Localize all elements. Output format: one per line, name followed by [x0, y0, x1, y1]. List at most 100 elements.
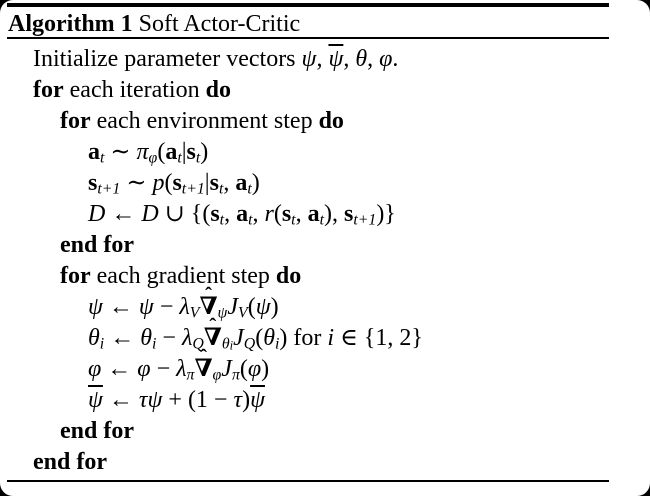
- math-token: t: [177, 149, 182, 167]
- math-token: τ: [233, 387, 243, 413]
- algorithm-line: Initialize parameter vectors ψ, ψ, θ, φ.: [0, 44, 650, 75]
- math-token: −: [153, 294, 180, 320]
- math-token: (: [164, 170, 173, 196]
- math-token: ,: [295, 201, 308, 227]
- math-token: for: [33, 77, 64, 103]
- math-token: a: [235, 170, 248, 196]
- math-token: ∈ {1, 2}: [334, 325, 423, 351]
- math-token: −: [150, 356, 177, 382]
- math-token: for: [60, 263, 91, 289]
- algorithm-line: θi ← θi − λQ∇θiJQ(θi) for i ∈ {1, 2}: [0, 323, 650, 354]
- algorithm-line: for each gradient step do: [0, 261, 650, 292]
- math-token: i: [152, 335, 157, 353]
- math-token: t+1: [353, 211, 377, 229]
- math-token: ←: [105, 201, 142, 227]
- algorithm-title: Algorithm 1 Soft Actor-Critic: [8, 10, 300, 38]
- math-token: λ: [181, 325, 193, 351]
- math-token: ,: [223, 170, 236, 196]
- math-token: ,: [252, 201, 265, 227]
- algorithm-line: end for: [0, 416, 650, 447]
- math-token: i: [99, 335, 105, 353]
- math-token: ψ: [328, 46, 344, 72]
- math-token: s: [281, 201, 292, 227]
- algorithm-line: ψ ← ψ − λV∇ψJV(ψ): [0, 292, 650, 323]
- math-token: ψ: [250, 387, 265, 413]
- math-token: ): [261, 356, 270, 382]
- bottom-rule: [7, 480, 609, 482]
- math-token: each iteration: [63, 77, 206, 103]
- math-token: a: [236, 201, 249, 227]
- algorithm-body: Initialize parameter vectors ψ, ψ, θ, φ.…: [0, 44, 650, 478]
- math-token: D: [88, 201, 106, 227]
- math-token: + (1 −: [162, 387, 234, 413]
- math-token: end for: [60, 418, 134, 444]
- math-token: ←: [102, 294, 139, 320]
- math-token: φ: [137, 356, 151, 382]
- algorithm-number-label: Algorithm 1: [8, 11, 133, 37]
- math-token: t: [195, 149, 201, 167]
- math-token: J: [233, 325, 244, 351]
- math-token: r: [264, 201, 274, 227]
- math-token: τ: [138, 387, 148, 413]
- algorithm-line: at ∼ πφ(at|st): [0, 137, 650, 168]
- math-token: θ: [140, 325, 152, 351]
- math-token: ψ: [138, 294, 154, 320]
- math-token: t: [100, 149, 105, 167]
- math-token: s: [172, 170, 182, 196]
- math-token: θ: [355, 46, 368, 72]
- math-token: ,: [224, 201, 237, 227]
- math-token: J: [227, 294, 239, 320]
- math-token: s: [186, 139, 196, 165]
- math-token: ψ: [147, 387, 163, 413]
- math-token: t: [291, 211, 296, 229]
- algorithm-line: for each environment step do: [0, 106, 650, 137]
- math-token: Q: [243, 335, 256, 353]
- algorithm-line: end for: [0, 447, 650, 478]
- math-token: t+1: [97, 180, 121, 198]
- math-token: ψ: [255, 294, 271, 320]
- math-token: V: [238, 304, 248, 322]
- math-token: (: [157, 139, 166, 165]
- math-token: J: [221, 356, 232, 382]
- math-token: ψ: [217, 304, 228, 322]
- math-token: ψ: [88, 387, 103, 413]
- math-token: −: [156, 325, 182, 351]
- top-rule: [7, 3, 609, 7]
- math-token: ∇: [204, 323, 222, 354]
- math-token: ): [323, 201, 332, 227]
- math-token: ∼: [104, 139, 137, 165]
- algorithm-line: end for: [0, 230, 650, 261]
- math-token: Q: [192, 335, 204, 353]
- math-token: t: [219, 211, 225, 229]
- math-token: ←: [102, 387, 139, 413]
- math-token: |: [181, 139, 187, 165]
- math-token: i: [327, 325, 335, 351]
- math-token: do: [205, 77, 231, 103]
- math-token: t: [218, 180, 224, 198]
- math-token: (: [273, 201, 282, 227]
- math-token: V: [189, 304, 200, 322]
- math-token: π: [231, 366, 240, 384]
- math-token: each gradient step: [90, 263, 276, 289]
- math-token: ,: [331, 201, 344, 227]
- math-token: t: [319, 211, 324, 229]
- math-token: θ: [88, 325, 100, 351]
- math-token: s: [343, 201, 354, 227]
- math-token: )}: [376, 201, 396, 227]
- math-token: p: [152, 170, 165, 196]
- math-token: end for: [60, 232, 134, 258]
- math-token: end for: [33, 449, 107, 475]
- math-token: ←: [101, 356, 138, 382]
- math-token: θ: [263, 325, 276, 351]
- math-token: φ: [379, 46, 393, 72]
- math-token: ,: [343, 46, 356, 72]
- math-token: |: [204, 170, 210, 196]
- math-token: ∼: [120, 170, 153, 196]
- algorithm-line: ψ ← τψ + (1 − τ)ψ: [0, 385, 650, 416]
- math-token: ∇: [194, 354, 212, 385]
- math-token: i: [275, 335, 280, 353]
- math-token: t: [247, 180, 252, 198]
- math-token: s: [209, 170, 219, 196]
- math-token: φ: [148, 149, 158, 167]
